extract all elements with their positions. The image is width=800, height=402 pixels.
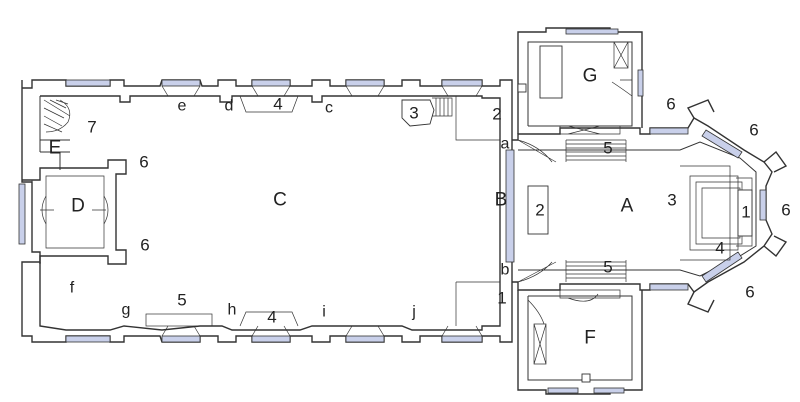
porch-d-wall bbox=[22, 159, 127, 265]
vestry-f-vent bbox=[581, 373, 591, 383]
stair-e-steps bbox=[43, 99, 71, 133]
altar bbox=[737, 189, 753, 237]
label-b: b bbox=[501, 262, 510, 279]
label-5-bench: 5 bbox=[177, 291, 186, 310]
vestry-f-wardrobe bbox=[533, 323, 547, 365]
pulpit-bottom bbox=[239, 311, 299, 327]
label-room-f: F bbox=[584, 328, 596, 349]
choir-stalls-bottom bbox=[565, 260, 627, 282]
vestry-g-window-top bbox=[565, 28, 619, 35]
vestry-g-cabinet bbox=[539, 45, 563, 99]
label-4-pulpit-bottom: 4 bbox=[267, 308, 276, 327]
nave-window-reveals bbox=[161, 85, 483, 337]
stair-e bbox=[39, 96, 70, 170]
label-5-stalls-top: 5 bbox=[603, 139, 612, 158]
label-e: e bbox=[178, 98, 187, 115]
vestry-f-inner bbox=[527, 295, 633, 381]
label-c: c bbox=[325, 100, 333, 117]
label-a: a bbox=[501, 136, 510, 153]
label-7-stair: 7 bbox=[87, 118, 96, 137]
chancel-arch bbox=[505, 149, 515, 263]
label-6-apse-bottom: 6 bbox=[745, 283, 754, 302]
label-3-font: 3 bbox=[409, 104, 418, 123]
sanctuary-steps bbox=[680, 165, 753, 261]
vestry-g-door bbox=[559, 125, 621, 135]
vestry-f-door bbox=[527, 289, 621, 325]
label-i: i bbox=[322, 304, 326, 321]
vestry-g-wardrobe bbox=[611, 41, 633, 97]
bay-top bbox=[455, 96, 500, 141]
apse-buttresses bbox=[686, 99, 788, 313]
nave-inner-wall bbox=[39, 95, 501, 331]
choir-stalls-top bbox=[565, 139, 627, 162]
label-d: d bbox=[225, 98, 234, 115]
chancel-wall bbox=[512, 117, 773, 293]
label-4-pulpit-top: 4 bbox=[273, 95, 282, 114]
label-6-vestry: 6 bbox=[666, 95, 675, 114]
vestry-g-wall bbox=[517, 27, 643, 134]
label-room-d: D bbox=[71, 196, 85, 217]
label-room-b: B bbox=[495, 190, 508, 211]
label-room-e: E bbox=[49, 138, 62, 159]
vestry-f-window-bottom bbox=[547, 387, 579, 394]
label-6-porch-bottom: 6 bbox=[140, 236, 149, 255]
chancel-door-swings bbox=[517, 139, 557, 283]
bench-nave bbox=[145, 313, 213, 327]
label-6-apse-right: 6 bbox=[781, 201, 790, 220]
label-room-g: G bbox=[583, 66, 598, 87]
font-octagon bbox=[401, 99, 435, 127]
vestry-g-window-right bbox=[637, 69, 644, 97]
label-room-c: C bbox=[273, 190, 287, 211]
label-1-altar: 1 bbox=[741, 203, 750, 222]
porch-d-inner bbox=[31, 175, 105, 252]
chancel-table bbox=[527, 185, 549, 235]
pulpit-top bbox=[239, 95, 299, 113]
chancel-inner-wall bbox=[518, 141, 757, 277]
downpipe bbox=[517, 83, 527, 93]
west-door bbox=[18, 183, 26, 245]
chancel-windows bbox=[649, 127, 767, 291]
label-room-a: A bbox=[621, 196, 634, 217]
label-g: g bbox=[122, 302, 131, 319]
bay-bottom bbox=[455, 281, 500, 326]
label-2-bay: 2 bbox=[492, 105, 501, 124]
porch-d-door-swings bbox=[40, 195, 109, 225]
label-6-apse-top: 6 bbox=[749, 121, 758, 140]
nave-windows bbox=[65, 79, 483, 343]
stair-gallery bbox=[432, 97, 453, 117]
label-2-table: 2 bbox=[535, 201, 544, 220]
label-4-step: 4 bbox=[715, 239, 724, 258]
vestry-f-window-bottom-2 bbox=[593, 387, 625, 394]
label-j: j bbox=[411, 304, 416, 321]
label-f: f bbox=[70, 280, 75, 297]
label-1-bay: 1 bbox=[497, 289, 506, 308]
label-6-porch-top: 6 bbox=[139, 153, 148, 172]
label-5-stalls-bottom: 5 bbox=[603, 258, 612, 277]
label-3-sanctuary: 3 bbox=[667, 191, 676, 210]
vestry-f-wall bbox=[517, 290, 643, 395]
label-h: h bbox=[228, 302, 237, 319]
nave-outer-wall bbox=[21, 79, 513, 343]
